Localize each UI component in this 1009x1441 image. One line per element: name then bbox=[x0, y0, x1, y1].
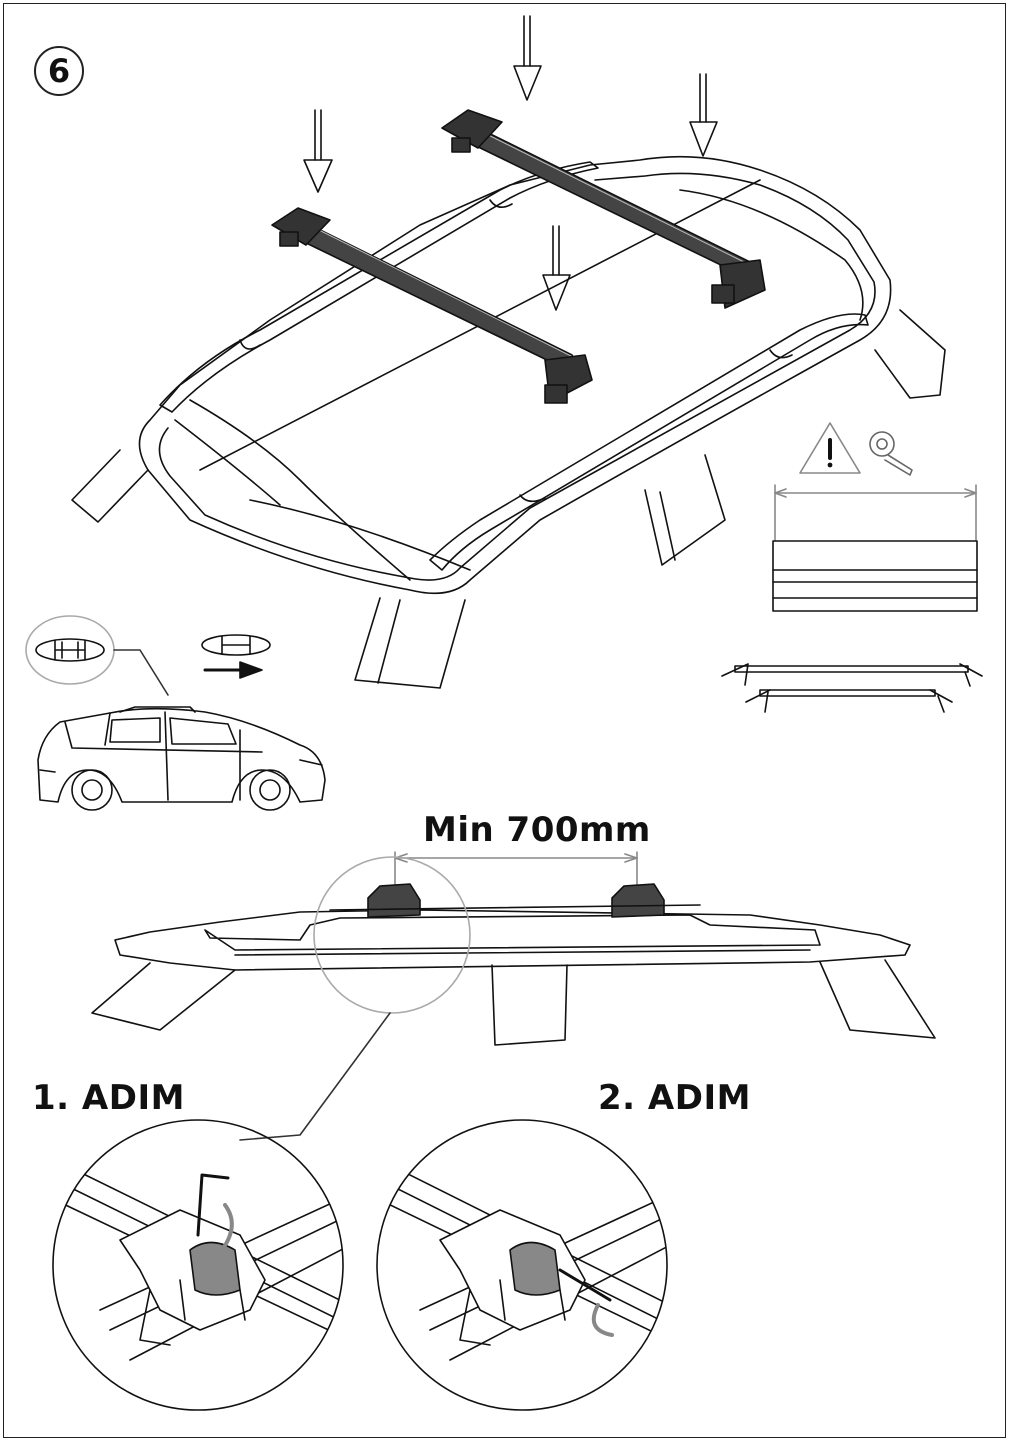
rear-crossbar bbox=[441, 109, 766, 309]
roof-outline bbox=[138, 155, 892, 595]
bar-package-stack bbox=[772, 540, 978, 612]
down-arrow-icon bbox=[303, 109, 333, 193]
right-roof-rail bbox=[429, 313, 869, 571]
down-arrow-icon bbox=[542, 225, 571, 311]
roof-assembly-view bbox=[71, 15, 946, 689]
detail-step2 bbox=[376, 1119, 668, 1411]
step-number-badge: 6 bbox=[34, 46, 84, 96]
tape-measure-icon bbox=[869, 431, 913, 476]
allen-key-icon bbox=[196, 1173, 230, 1237]
logo-direction-icon bbox=[35, 638, 105, 662]
bar-pair-sideview bbox=[721, 663, 983, 713]
front-left-pillar bbox=[71, 449, 149, 523]
left-roof-rail bbox=[159, 161, 599, 413]
rear-pillar bbox=[874, 309, 946, 399]
step-1-label: 1. ADIM bbox=[32, 1078, 185, 1118]
front-crossbar bbox=[271, 207, 593, 404]
warning-icon bbox=[799, 422, 861, 474]
logo-callout bbox=[25, 615, 169, 696]
side-elevation-view bbox=[91, 851, 936, 1141]
page-frame bbox=[3, 3, 1006, 1438]
logo-direction-icon bbox=[201, 634, 271, 679]
rotate-arrow-icon bbox=[220, 1203, 234, 1252]
down-arrow-icon bbox=[513, 15, 542, 101]
car-side-illustration bbox=[37, 706, 326, 811]
step-2-label: 2. ADIM bbox=[598, 1078, 751, 1118]
min-distance-label: Min 700mm bbox=[423, 810, 651, 850]
detail-magnifier bbox=[313, 856, 471, 1014]
roof-side-profile bbox=[114, 909, 911, 971]
rotate-arrow-icon bbox=[591, 1303, 614, 1337]
measurement-dimension bbox=[774, 484, 977, 541]
detail-step1 bbox=[52, 1119, 344, 1411]
down-arrow-icon bbox=[689, 73, 718, 157]
